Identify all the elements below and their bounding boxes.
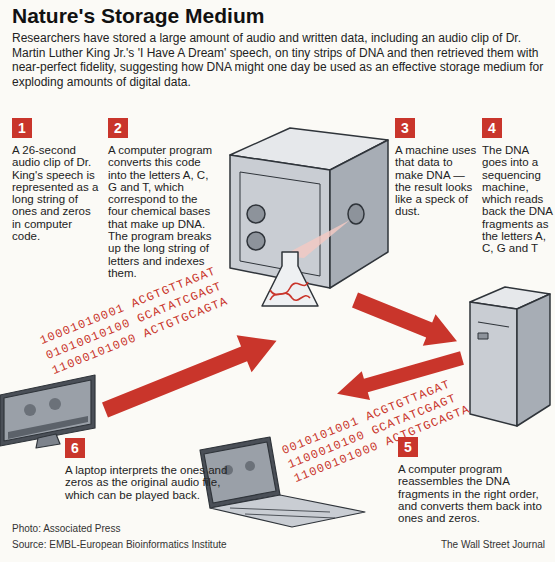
photo-figure: [49, 398, 61, 410]
publisher-credit: The Wall Street Journal: [380, 539, 545, 551]
step-text: A laptop interprets the ones and zeros a…: [65, 464, 230, 501]
machine-dial: [247, 232, 265, 250]
sequencer-side: [517, 294, 550, 426]
callout-number: 3: [395, 118, 415, 138]
machine-front: [230, 155, 330, 288]
flow-arrow: [349, 284, 464, 357]
step-block: 3 A machine uses that data to make DNA — …: [395, 118, 477, 218]
callout-number: 4: [482, 118, 502, 138]
sequencer-front: [470, 302, 517, 426]
keyboard-line: [245, 514, 335, 518]
callout-number: 2: [108, 118, 128, 138]
step-text: A machine uses that data to make DNA — t…: [395, 144, 477, 218]
machine-door: [240, 172, 320, 276]
photo-figure: [24, 404, 36, 416]
step-text: The DNA goes into a sequencing machine, …: [482, 144, 554, 255]
sequencer-button: [478, 333, 488, 339]
photo-figure: [245, 461, 255, 471]
step-block: 4The DNA goes into a sequencing machine,…: [482, 118, 554, 255]
step-block: 2 A computer program converts this code i…: [108, 118, 220, 279]
machine-side: [330, 140, 388, 288]
sequencer-machine: [470, 287, 550, 426]
credit-note: Photo: Associated Press: [12, 523, 312, 535]
sequencer-slot: [478, 322, 509, 327]
step-block: 5A computer program reassembles the DNA …: [398, 437, 550, 524]
machine-dial: [247, 205, 265, 223]
intro-text: Researchers have stored a large amount o…: [12, 31, 547, 89]
step-text: A computer program converts this code in…: [108, 144, 220, 279]
chart-title: Nature's Storage Medium: [12, 4, 547, 28]
laptop-base: [210, 495, 365, 527]
callout-number: 1: [12, 118, 32, 138]
dna-synthesizer: [230, 128, 388, 306]
keyboard-line: [230, 508, 330, 512]
flask: [262, 252, 318, 306]
step-text: A computer program reassembles the DNA f…: [398, 463, 550, 524]
step-block: 6 A laptop interprets the ones and zeros …: [65, 438, 230, 501]
dna-helix: [270, 290, 310, 300]
callout-number: 6: [65, 438, 85, 458]
source-note: Source: EMBL-European Bioinformatics Ins…: [12, 539, 332, 551]
machine-nozzle: [348, 204, 364, 224]
step-block: 1 A 26-second audio clip of Dr. King's sp…: [12, 118, 100, 242]
monitor-stand: [36, 434, 60, 448]
monitor-screen: [4, 380, 91, 441]
step-text: A 26-second audio clip of Dr. King's spe…: [12, 144, 100, 242]
